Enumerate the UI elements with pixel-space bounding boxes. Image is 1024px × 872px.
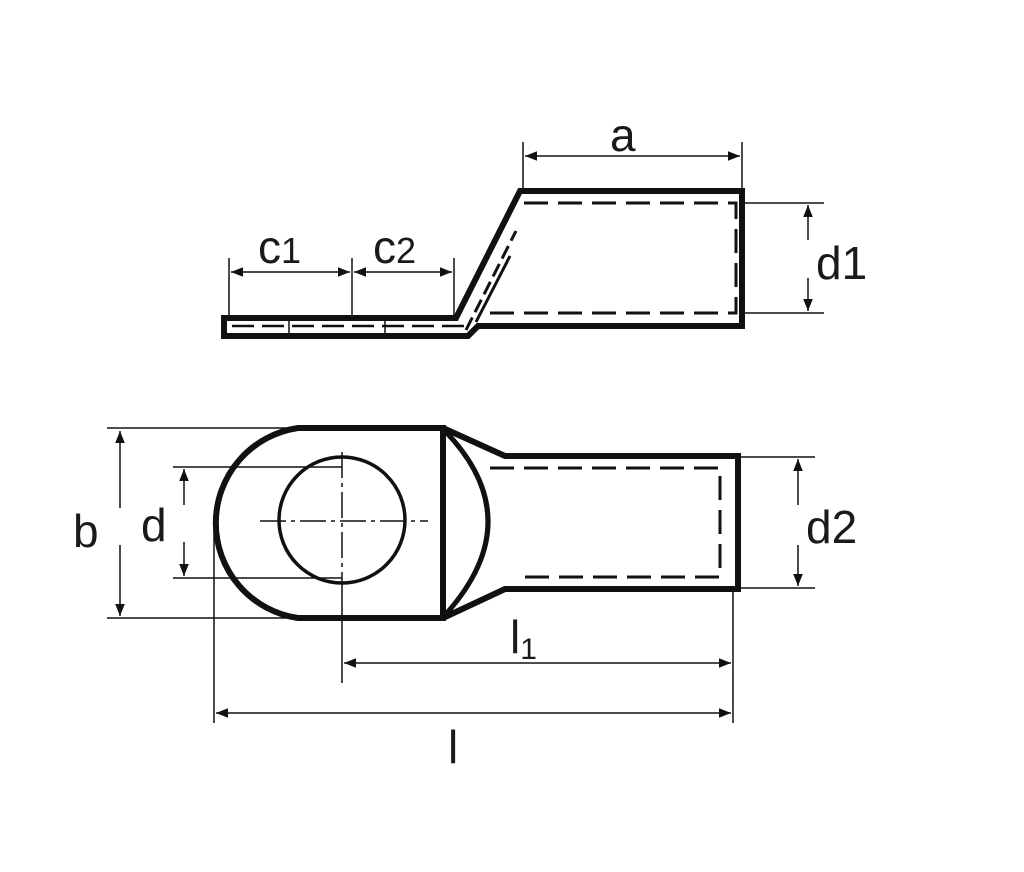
label-c1: c1 bbox=[258, 221, 302, 273]
dimension-d1 bbox=[745, 202, 824, 314]
dimension-a bbox=[522, 142, 743, 192]
label-l1: l1 bbox=[510, 611, 537, 666]
label-a: a bbox=[610, 109, 636, 161]
label-l: l bbox=[448, 721, 459, 773]
label-d1: d1 bbox=[816, 237, 868, 289]
label-d: d bbox=[141, 499, 167, 551]
dimension-d2 bbox=[741, 456, 815, 589]
side-view bbox=[221, 188, 745, 339]
transition-curve bbox=[444, 430, 491, 616]
top-view bbox=[212, 425, 741, 621]
dimension-d bbox=[173, 466, 342, 579]
dimension-c1-c2 bbox=[228, 258, 455, 318]
barrel-outline bbox=[441, 425, 741, 621]
dimension-l1 bbox=[341, 590, 734, 723]
barrel-inner-dashed bbox=[490, 466, 722, 579]
dimension-b bbox=[107, 427, 300, 619]
label-b: b bbox=[73, 505, 99, 557]
label-c2: c2 bbox=[373, 221, 417, 273]
ring-tongue-outline bbox=[212, 425, 446, 621]
dimension-l bbox=[213, 520, 731, 723]
side-view-outline bbox=[221, 188, 745, 339]
label-d2: d2 bbox=[806, 501, 858, 553]
side-view-inner-dashed bbox=[490, 201, 738, 315]
